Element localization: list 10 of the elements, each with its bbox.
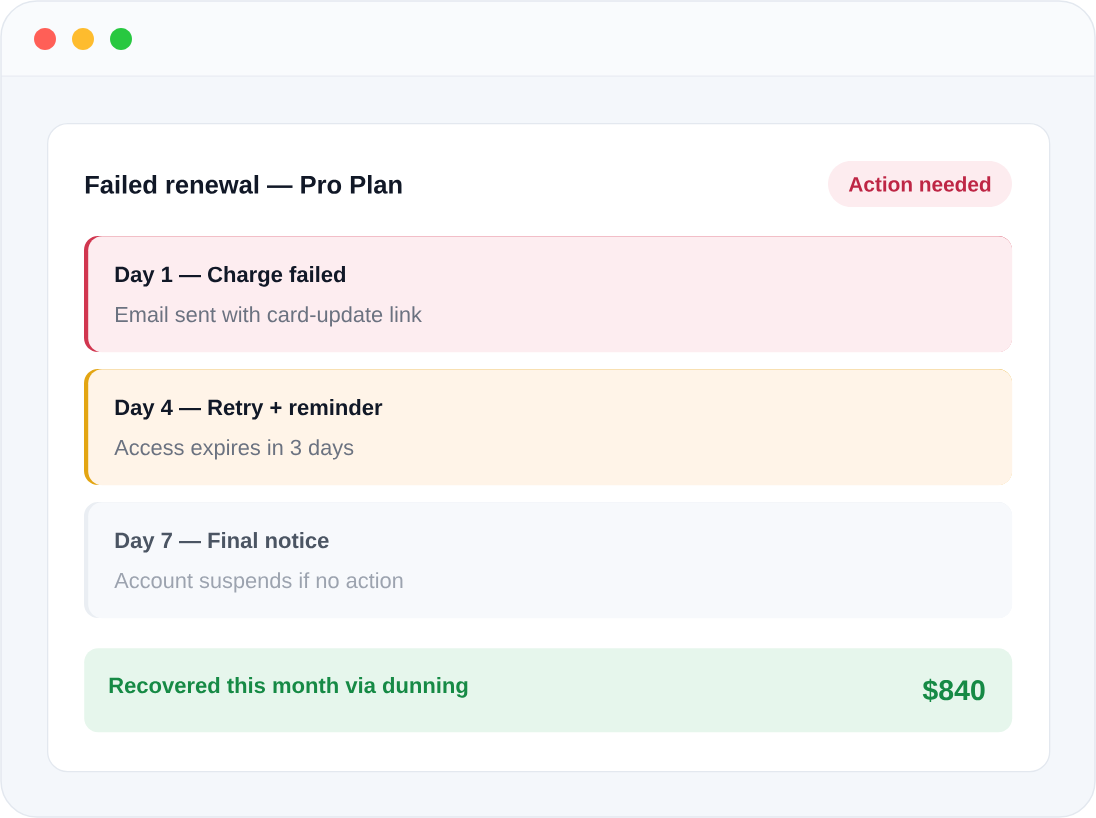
step-title: Day 7 — Final notice xyxy=(115,532,329,553)
step-description: Access expires in 3 days xyxy=(114,439,354,460)
step-description: Account suspends if no action xyxy=(114,572,403,593)
step-description: Email sent with card-update link xyxy=(116,306,422,327)
card-title: Failed renewal — Pro Plan xyxy=(85,175,402,194)
step-title: Day 4 — Retry + reminder xyxy=(115,399,383,420)
amount-value: $840 xyxy=(922,678,985,703)
step-title: Day 1 — Charge failed xyxy=(115,266,346,287)
status-badge: Action needed xyxy=(828,161,1012,207)
summary-text: Recovered this month via dunning xyxy=(109,677,468,698)
